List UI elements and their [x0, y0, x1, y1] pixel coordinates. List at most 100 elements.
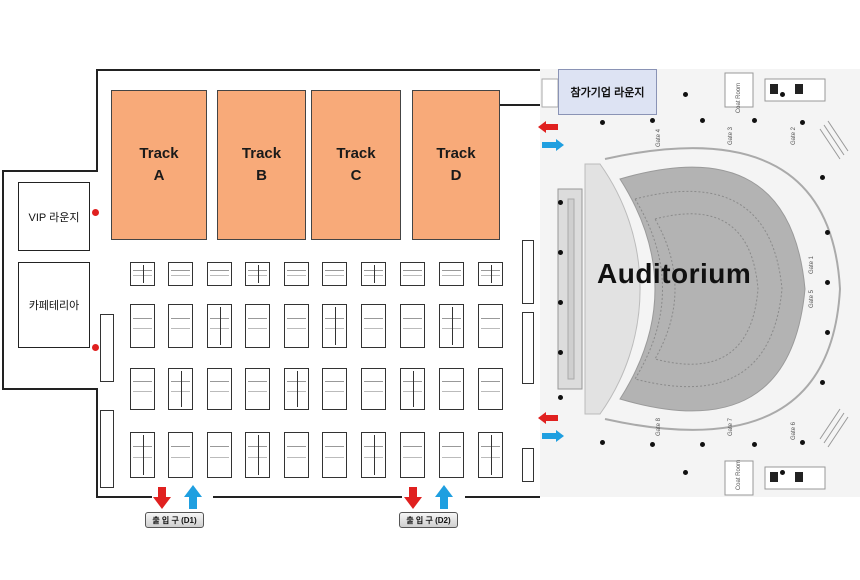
booth[interactable] — [245, 304, 270, 348]
track-letter: B — [256, 167, 267, 184]
column-dot — [558, 350, 563, 355]
column-dot — [558, 300, 563, 305]
gate-label: Gate 7 — [728, 417, 735, 437]
booth[interactable] — [322, 368, 347, 410]
coat-room-label: Coat Room — [736, 459, 743, 491]
booth[interactable] — [478, 432, 503, 478]
booth[interactable] — [361, 368, 386, 410]
booth[interactable] — [400, 304, 425, 348]
booth[interactable] — [207, 304, 232, 348]
booth[interactable] — [361, 262, 386, 286]
booth[interactable] — [207, 432, 232, 478]
booth[interactable] — [439, 432, 464, 478]
column-dot — [800, 440, 805, 445]
booth[interactable] — [168, 368, 193, 410]
hall-wall-segment — [498, 104, 540, 106]
booth[interactable] — [439, 304, 464, 348]
vip-lounge[interactable]: VIP 라운지 — [18, 182, 90, 251]
booth[interactable] — [207, 262, 232, 286]
track-b[interactable]: Track B — [217, 90, 306, 240]
column-dot — [780, 92, 785, 97]
exit-arrow-icon — [404, 487, 422, 509]
booth[interactable] — [439, 368, 464, 410]
entrance-label: 출 입 구 — [406, 515, 433, 525]
booth[interactable] — [284, 432, 309, 478]
column-dot — [752, 442, 757, 447]
column-dot — [825, 330, 830, 335]
gate-label: Gate 4 — [656, 128, 663, 148]
column-dot — [650, 118, 655, 123]
auditorium-door-arrows — [538, 412, 564, 442]
column-dot — [558, 250, 563, 255]
wall-booth[interactable] — [100, 410, 114, 488]
booth[interactable] — [245, 368, 270, 410]
booth[interactable] — [284, 304, 309, 348]
booth[interactable] — [478, 368, 503, 410]
entrance-label: 출 입 구 — [152, 515, 179, 525]
booth[interactable] — [245, 432, 270, 478]
booth[interactable] — [322, 432, 347, 478]
booth[interactable] — [284, 368, 309, 410]
booth[interactable] — [245, 262, 270, 286]
booth[interactable] — [478, 262, 503, 286]
wall-booth[interactable] — [100, 314, 114, 382]
partner-lounge-label: 참가기업 라운지 — [570, 87, 645, 99]
booth[interactable] — [400, 432, 425, 478]
column-dot — [825, 230, 830, 235]
column-dot — [700, 118, 705, 123]
booth[interactable] — [168, 304, 193, 348]
enter-arrow-icon — [542, 139, 564, 151]
wall-booth[interactable] — [522, 240, 534, 304]
booth[interactable] — [400, 262, 425, 286]
booth[interactable] — [400, 368, 425, 410]
wall-booth[interactable] — [522, 448, 534, 482]
column-dot — [683, 470, 688, 475]
enter-arrow-icon — [542, 430, 564, 442]
track-d[interactable]: Track D — [412, 90, 500, 240]
location-marker-icon — [92, 344, 99, 351]
gate-label: Gate 1 — [809, 255, 816, 275]
booth[interactable] — [130, 262, 155, 286]
column-dot — [683, 92, 688, 97]
booth[interactable] — [130, 432, 155, 478]
gate-label: Gate 2 — [791, 126, 798, 146]
hall-wall-segment — [96, 496, 152, 498]
enter-arrow-icon — [184, 485, 202, 509]
auditorium-area — [540, 69, 860, 497]
entrance-d1[interactable]: 출 입 구 (D1) — [145, 512, 204, 528]
gate-label: Gate 6 — [791, 421, 798, 441]
hall-wall-segment — [213, 496, 402, 498]
booth[interactable] — [322, 262, 347, 286]
track-a[interactable]: Track A — [111, 90, 207, 240]
entrance-code: (D1) — [181, 515, 197, 525]
booth[interactable] — [439, 262, 464, 286]
booth[interactable] — [284, 262, 309, 286]
track-word: Track — [436, 145, 476, 162]
booth[interactable] — [130, 304, 155, 348]
booth[interactable] — [168, 432, 193, 478]
booth[interactable] — [361, 432, 386, 478]
coat-room-label: Coat Room — [736, 82, 743, 114]
booth[interactable] — [130, 368, 155, 410]
column-dot — [558, 395, 563, 400]
cafeteria[interactable]: 카페테리아 — [18, 262, 90, 348]
entrance-d2[interactable]: 출 입 구 (D2) — [399, 512, 458, 528]
track-letter: C — [350, 167, 362, 184]
column-dot — [558, 200, 563, 205]
hall-wall-segment — [465, 496, 540, 498]
booth[interactable] — [207, 368, 232, 410]
booth[interactable] — [322, 304, 347, 348]
track-word: Track — [139, 145, 179, 162]
track-letter: A — [153, 167, 165, 184]
gate-label: Gate 5 — [809, 289, 816, 309]
booth[interactable] — [478, 304, 503, 348]
partner-lounge[interactable]: 참가기업 라운지 — [558, 69, 657, 115]
track-c[interactable]: Track C — [311, 90, 401, 240]
wall-booth[interactable] — [522, 312, 534, 384]
exit-arrow-icon — [538, 121, 558, 133]
gate-label: Gate 3 — [728, 126, 735, 146]
booth[interactable] — [168, 262, 193, 286]
track-letter: D — [450, 167, 462, 184]
booth[interactable] — [361, 304, 386, 348]
